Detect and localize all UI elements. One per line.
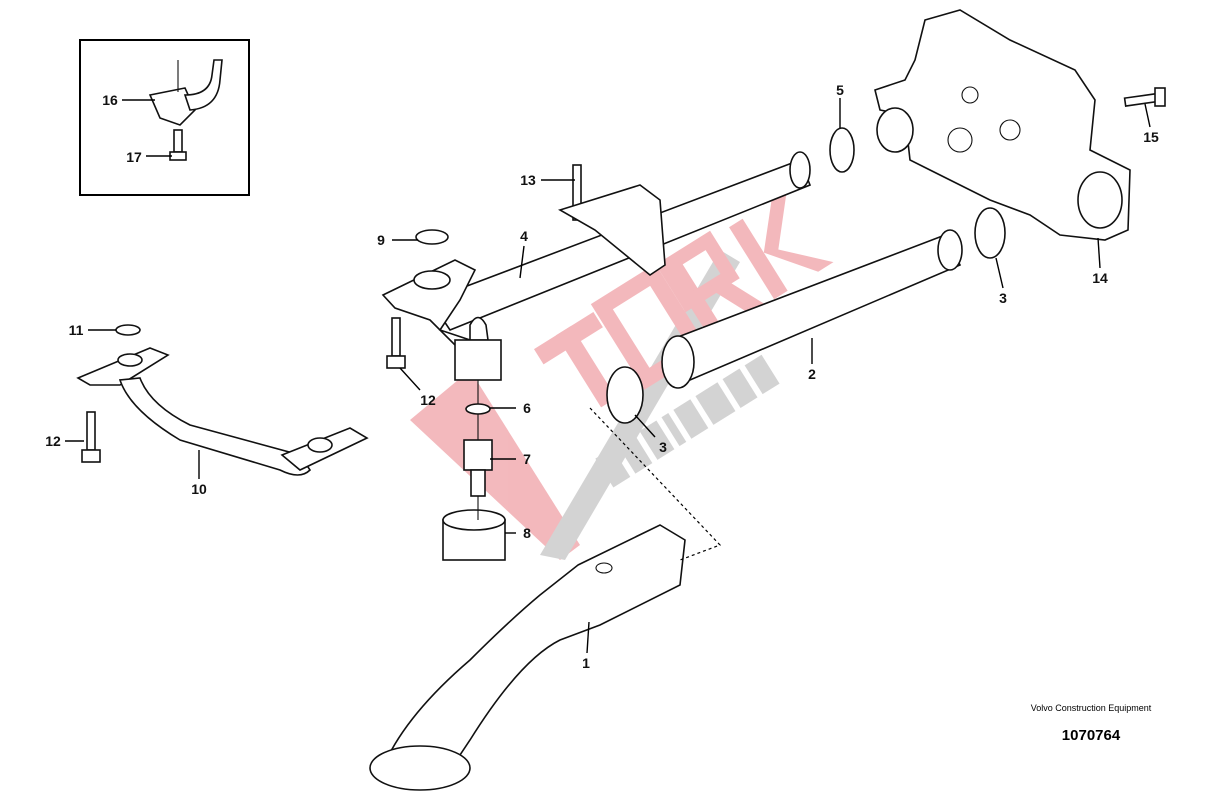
leader-lines: [65, 98, 1151, 654]
part-pipe-2: [661, 229, 963, 389]
part-valve-7: [463, 439, 493, 497]
part-seal-3-right: [974, 207, 1006, 259]
caption-company: Volvo Construction Equipment: [1030, 703, 1152, 713]
part-suction-pipe-1: [369, 524, 686, 791]
callout-1: 1: [582, 655, 590, 671]
part-bolt-15: [1123, 87, 1166, 107]
callout-5: 5: [836, 82, 844, 98]
part-pump-housing-14: [874, 9, 1131, 241]
callout-13: 13: [520, 172, 536, 188]
part-valve-body: [454, 316, 502, 381]
part-bolt-12-center: [386, 317, 406, 369]
callout-12-center: 12: [420, 392, 436, 408]
part-oring-6: [465, 403, 491, 415]
callout-14: 14: [1092, 270, 1108, 286]
part-plug-8: [442, 509, 506, 561]
callout-9: 9: [377, 232, 385, 248]
callout-17: 17: [126, 149, 142, 165]
callout-2: 2: [808, 366, 816, 382]
callout-3-left: 3: [659, 439, 667, 455]
part-bracket-13: [558, 164, 666, 276]
detail-inset-box: [79, 39, 250, 196]
part-seal-5: [829, 127, 855, 173]
callout-16: 16: [102, 92, 118, 108]
part-seal-3-left: [606, 366, 644, 424]
part-oring-11: [115, 324, 141, 336]
part-pipe-bracket-16: [148, 59, 223, 126]
part-pipe-10: [76, 347, 369, 476]
callout-3-right: 3: [999, 290, 1007, 306]
callout-6: 6: [523, 400, 531, 416]
part-bolt-12-left: [81, 411, 101, 463]
part-bolt-17: [169, 129, 187, 161]
callout-8: 8: [523, 525, 531, 541]
callout-10: 10: [191, 481, 207, 497]
caption-drawing-number: 1070764: [1061, 727, 1121, 744]
dashed-leader: [589, 407, 722, 561]
callout-7: 7: [523, 451, 531, 467]
callout-11: 11: [69, 322, 84, 338]
part-seal-9: [415, 229, 449, 245]
callout-4: 4: [520, 228, 528, 244]
callout-12-left: 12: [45, 433, 61, 449]
callout-15: 15: [1143, 129, 1159, 145]
